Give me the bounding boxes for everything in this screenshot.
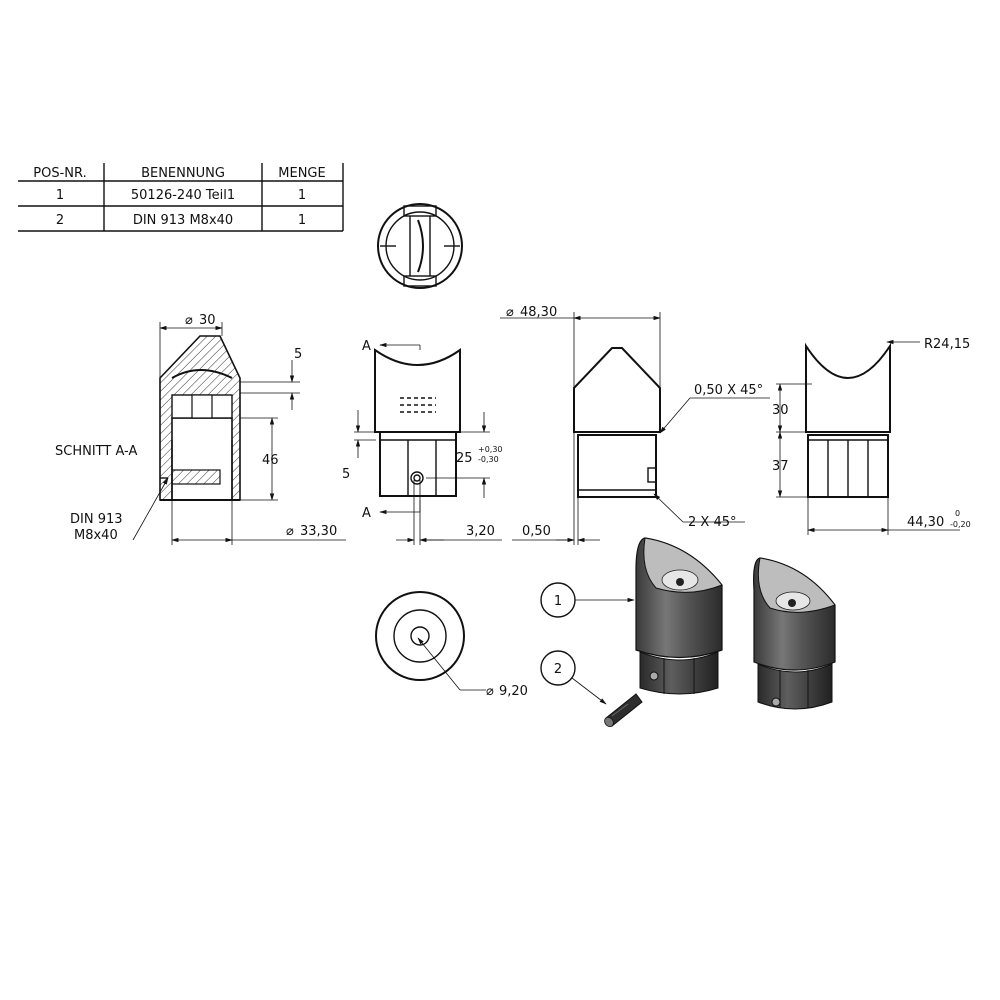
table-cell: 1: [298, 188, 306, 203]
table-cell: 1: [298, 213, 306, 228]
dim-symbol: ⌀: [506, 305, 514, 320]
dim-d3330: 33,30: [300, 524, 337, 539]
balloon-2-label: 2: [554, 662, 562, 677]
table-header-qty: MENGE: [278, 166, 325, 181]
dim-37: 37: [772, 459, 789, 474]
parts-table: POS-NR. BENENNUNG MENGE 1 50126-240 Teil…: [18, 163, 344, 232]
tol-4430-lower: -0,20: [950, 520, 971, 529]
section-mark-bottom: A: [362, 506, 371, 521]
dim-symbol: ⌀: [185, 313, 193, 328]
table-cell: 1: [56, 188, 64, 203]
top-view: [377, 203, 463, 289]
dim-5-top: 5: [294, 347, 302, 362]
balloon-1: 1: [540, 582, 635, 618]
dim-320: 3,20: [466, 524, 495, 539]
bottom-view: ⌀ 9,20: [375, 591, 528, 699]
dim-4430: 44,30: [907, 515, 944, 530]
dim-d30: 30: [199, 313, 216, 328]
dim-chamfer-2: 2 X 45°: [688, 515, 736, 530]
balloon-1-label: 1: [554, 594, 562, 609]
iso-render-part: [753, 557, 836, 710]
table-cell: 50126-240 Teil1: [131, 188, 235, 203]
dim-30: 30: [772, 403, 789, 418]
dim-d920: 9,20: [499, 684, 528, 699]
dim-5-side: 5: [342, 467, 350, 482]
iso-render-assembly: [635, 537, 723, 695]
section-mark-top: A: [362, 339, 371, 354]
tol-25-upper: +0,30: [478, 445, 503, 454]
set-screw-render: [604, 693, 643, 728]
hidden-lines: [400, 397, 436, 413]
table-cell: 2: [56, 213, 64, 228]
section-view: ⌀ 30 5 46 ⌀ 33,30 SCHNITT A-A DIN 913 M8…: [55, 313, 346, 545]
dim-d4830: 48,30: [520, 305, 557, 320]
dim-46: 46: [262, 453, 279, 468]
dim-symbol: ⌀: [286, 524, 294, 539]
screw-label-line1: DIN 913: [70, 512, 123, 527]
table-header-pos: POS-NR.: [33, 166, 86, 181]
screw-label-line2: M8x40: [74, 528, 118, 543]
dim-symbol: ⌀: [486, 684, 494, 699]
dim-r2415: R24,15: [924, 337, 970, 352]
right-view: R24,15 30 37 44,30 0 -0,20: [772, 337, 971, 535]
tol-4430-upper: 0: [955, 509, 960, 518]
section-title: SCHNITT A-A: [55, 444, 137, 459]
tol-25-lower: -0,30: [478, 455, 499, 464]
balloon-2: 2: [540, 650, 607, 705]
front-view: A A 5 25 +0,30 -0,30 3,20: [342, 339, 503, 545]
side-view: ⌀ 48,30 0,50 X 45° 2 X 45° 0,50: [500, 305, 770, 545]
dim-chamfer-050: 0,50 X 45°: [694, 383, 763, 398]
dim-25: 25: [456, 451, 473, 466]
table-header-name: BENENNUNG: [141, 166, 225, 181]
dim-050: 0,50: [522, 524, 551, 539]
table-cell: DIN 913 M8x40: [133, 213, 233, 228]
